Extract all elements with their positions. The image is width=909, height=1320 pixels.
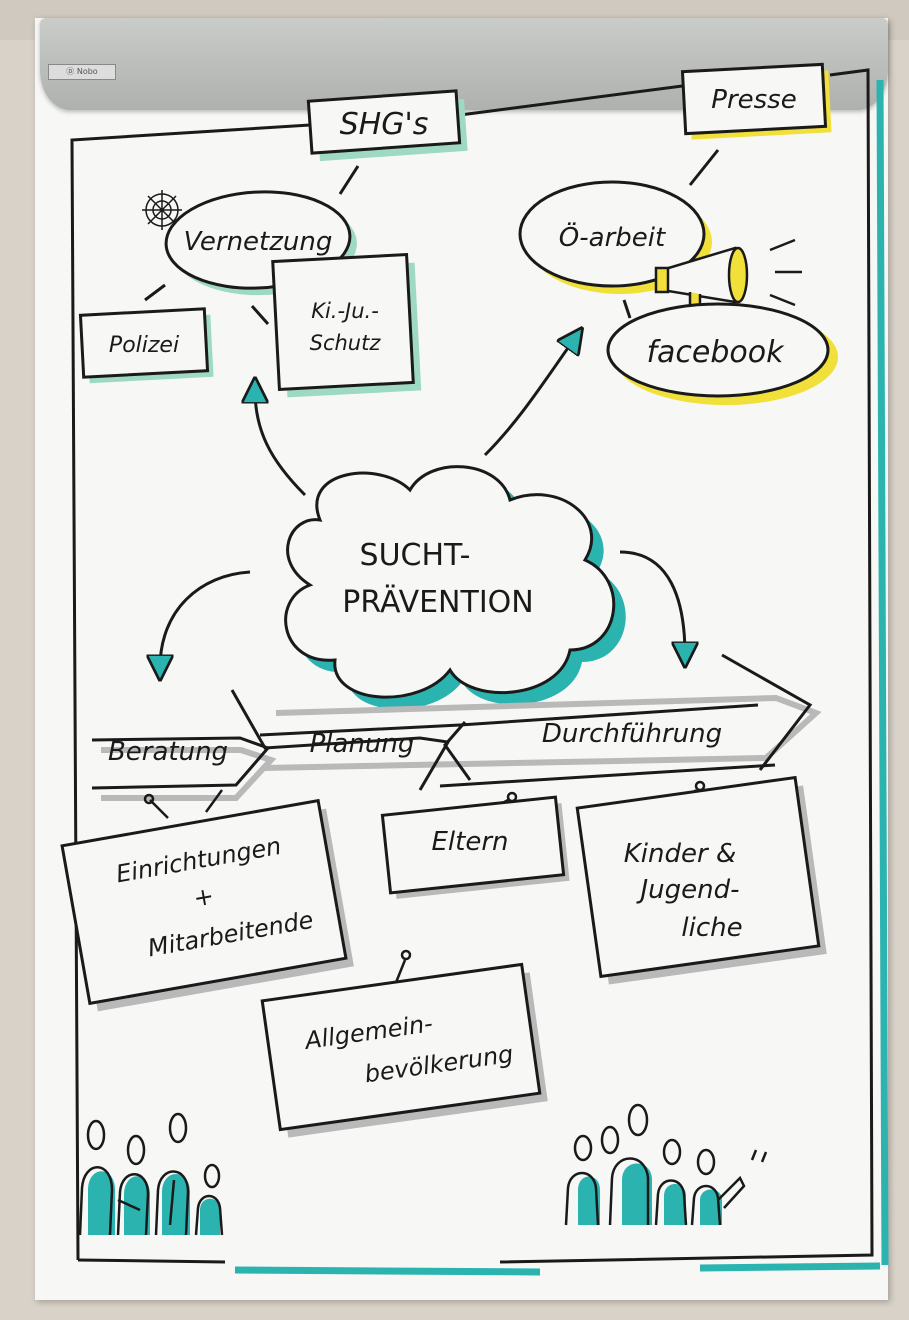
- shgs-connector: [338, 165, 360, 195]
- kijuschutz-label-line1: Ki.-Ju.-: [311, 299, 379, 323]
- megaphone-icon: [654, 238, 802, 314]
- stage-beratung: Beratung: [108, 737, 228, 767]
- sucht-label-line2: PRÄVENTION: [342, 584, 533, 620]
- kinder-label-line3: liche: [681, 913, 742, 943]
- eltern-node: Eltern: [380, 795, 570, 899]
- people-group-icon: [78, 1112, 224, 1236]
- vernetzung-label: Vernetzung: [184, 227, 333, 257]
- stage-planung: Planung: [310, 729, 415, 759]
- kijuschutz-connector: [250, 305, 270, 325]
- arrow-to-durchfuehrung: [619, 550, 685, 655]
- presse-connector: [688, 149, 720, 186]
- kijuschutz-node: Ki.-Ju.- Schutz: [271, 253, 422, 398]
- brand-label: Ⓓ Nobo: [48, 64, 116, 80]
- einrichtungen-node: Einrichtungen + Mitarbeitende: [60, 798, 354, 1012]
- spider-web-icon: [142, 190, 182, 230]
- kinder-jugendliche-node: Kinder & Jugend- liche: [575, 775, 827, 985]
- oarbeit-label: Ö-arbeit: [559, 221, 666, 253]
- page-frame-accent: [234, 79, 889, 1276]
- einrichtungen-label-line2: +: [191, 882, 216, 913]
- people-group-icon: [564, 1103, 768, 1226]
- polizei-connector: [144, 283, 166, 302]
- center-arrows: [160, 338, 685, 668]
- sucht-label-line1: SUCHT-: [360, 538, 471, 573]
- arrow-to-oarbeit: [483, 338, 575, 457]
- stage-durchfuehrung: Durchführung: [542, 719, 722, 749]
- polizei-node: Polizei: [78, 307, 214, 384]
- presse-label: Presse: [711, 85, 796, 115]
- kinder-label-line2: Jugend-: [635, 875, 739, 905]
- suchtpraevention-node: SUCHT- PRÄVENTION: [284, 465, 626, 710]
- arrow-to-vernetzung: [255, 390, 307, 497]
- kijuschutz-label-line2: Schutz: [310, 331, 382, 355]
- shgs-node: SHG's: [306, 89, 468, 162]
- shgs-label: SHG's: [340, 107, 429, 142]
- arrow-to-beratung: [160, 570, 251, 668]
- facebook-connector: [622, 299, 632, 319]
- process-arrow: Beratung Planung Durchführung: [91, 653, 822, 801]
- eltern-label: Eltern: [431, 827, 508, 857]
- polizei-label: Polizei: [109, 333, 179, 358]
- allgemein-node: Allgemein- bevölkerung: [260, 962, 548, 1138]
- facebook-label: facebook: [646, 335, 785, 370]
- facebook-node: facebook: [606, 302, 838, 405]
- kinder-label-line1: Kinder &: [624, 839, 736, 869]
- presse-node: Presse: [680, 62, 832, 140]
